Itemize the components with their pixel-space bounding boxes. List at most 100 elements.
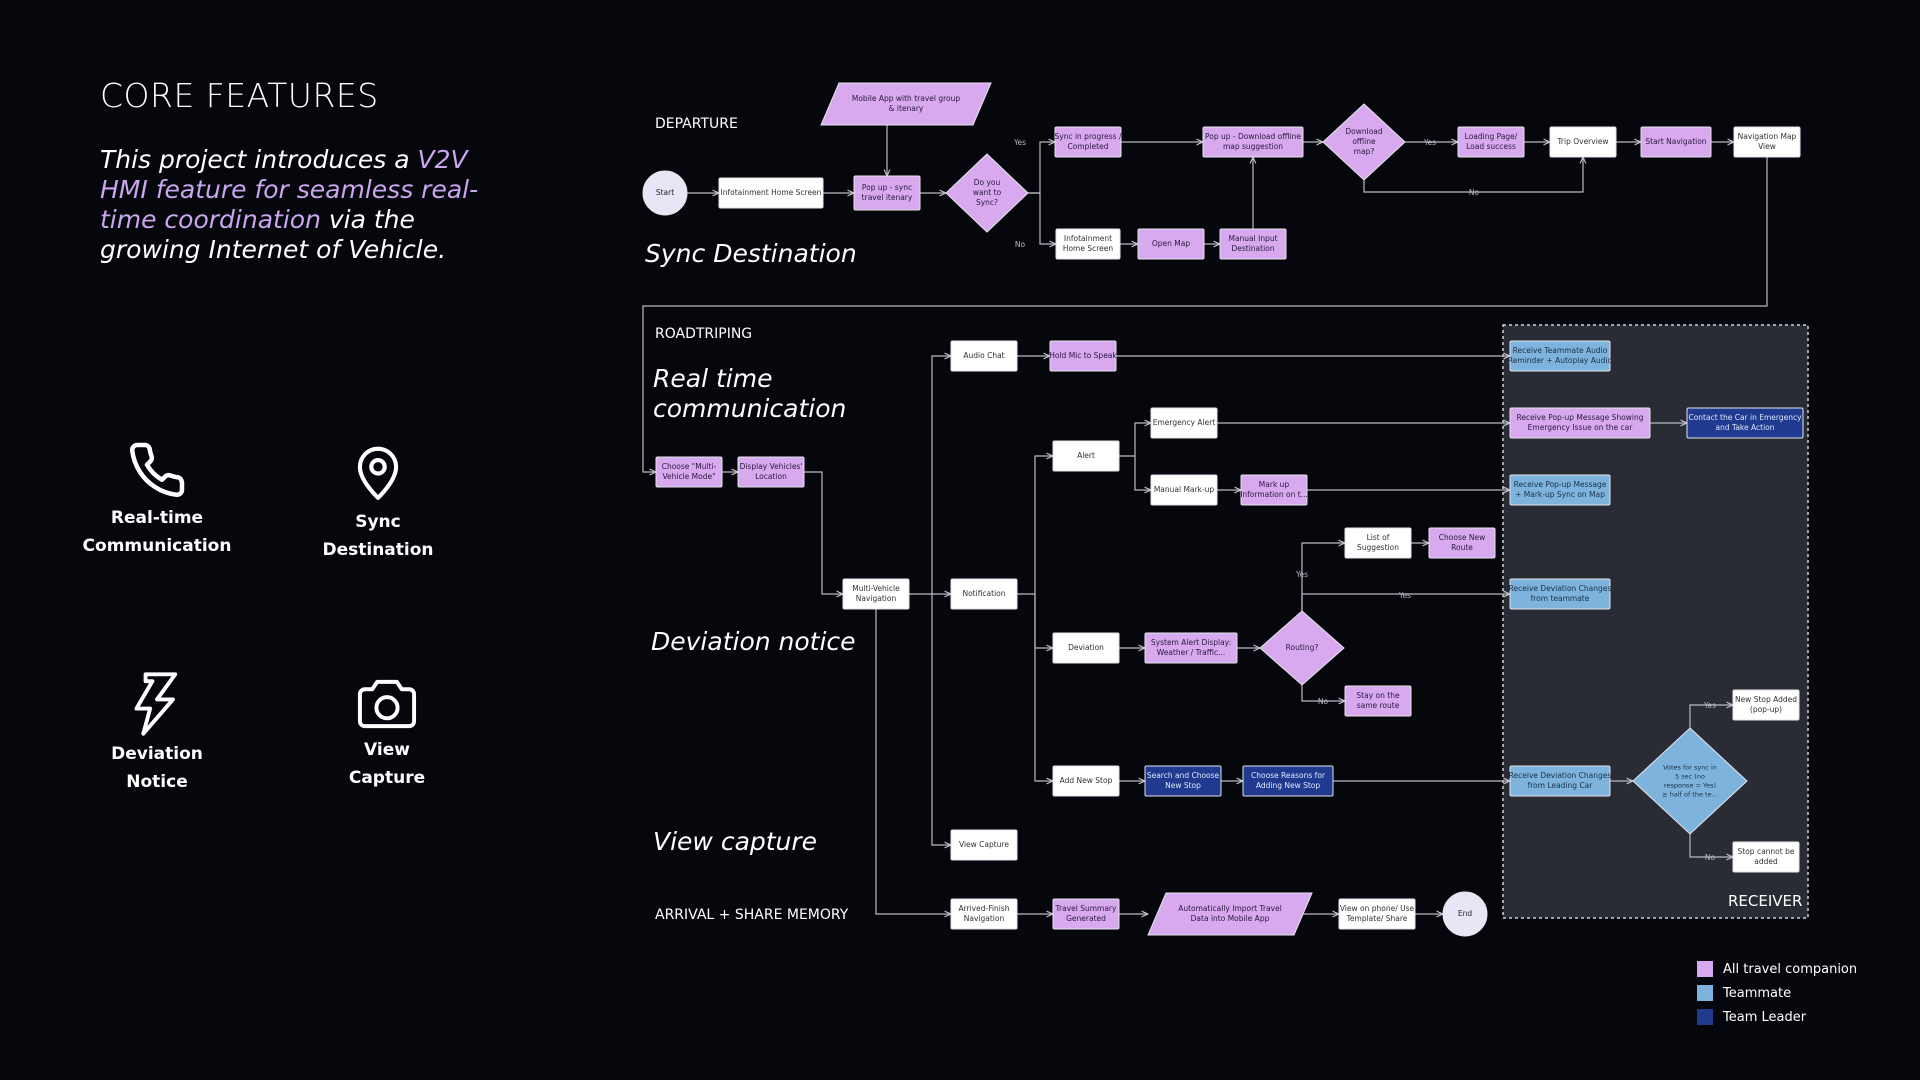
recv-popup-node [1509, 407, 1651, 439]
legend-swatch-all [1697, 961, 1713, 977]
legend-item: Teammate [1697, 981, 1857, 1005]
search-stop-node [1144, 765, 1222, 797]
caption-realtime-2: communication [653, 394, 846, 423]
location-pin-icon [357, 446, 399, 500]
intro-part-1: This project introduces a [100, 145, 418, 174]
alert-node-label: Alert [1077, 451, 1095, 460]
popup-sync-node [853, 175, 921, 211]
manual-input-node-label: Manual Input [1228, 234, 1277, 243]
emergency-alert-node [1150, 407, 1218, 439]
legend: All travel companion Teammate Team Leade… [1697, 957, 1857, 1029]
infotainment-home-node-label: Infotainment Home Screen [721, 188, 822, 197]
download-q-node [1322, 103, 1406, 181]
travel-summary-node-label: Generated [1066, 914, 1106, 923]
choose-multi-node [655, 456, 723, 488]
routing-node [1259, 610, 1345, 686]
stop-cannot-node-label: Stop cannot be [1738, 847, 1795, 856]
system-alert-node-label: Weather / Traffic... [1157, 648, 1226, 657]
infotainment-home-node [718, 177, 824, 209]
recv-popup-node-label: Receive Pop-up Message Showing [1516, 413, 1643, 422]
auto-import-node-label: Automatically Import Travel [1178, 904, 1282, 913]
popup-download-node-label: Pop up - Download offline [1205, 132, 1301, 141]
audio-chat-node-label: Audio Chat [963, 351, 1004, 360]
notification-node-label: Notification [962, 589, 1005, 598]
recv-dev-node-label: Receive Deviation Changes [1509, 584, 1612, 593]
votes-node-label: ≥ half of the te... [1662, 791, 1718, 799]
list-suggestion-node-label: List of [1367, 533, 1390, 542]
feature-realtime: Real-time Communication [67, 440, 247, 560]
emergency-alert-node-label: Emergency Alert [1153, 418, 1216, 427]
flow-edge [1301, 543, 1345, 611]
intro-highlight: V2V HMI feature for seamless real-time c… [100, 145, 479, 234]
stay-route-node-label: same route [1357, 701, 1400, 710]
votes-node-label: Votes for sync in [1663, 764, 1717, 772]
loading-node-label: Loading Page/ [1465, 132, 1518, 141]
arrived-node-label: Arrived-Finish [958, 904, 1009, 913]
flow-edge [1034, 594, 1053, 781]
want-sync-node-label: Do you [974, 178, 1001, 187]
choose-reasons-node [1242, 765, 1334, 797]
edge-label-no: No [1318, 697, 1329, 706]
system-alert-node-label: System Alert Display: [1151, 638, 1231, 647]
feature-capture-line2: Capture [348, 768, 426, 788]
page-title: CORE FEATURES [100, 76, 379, 115]
recv-dev-leader-node-label: Receive Deviation Changes [1509, 771, 1612, 780]
display-loc-node-label: Location [755, 472, 787, 481]
caption-realtime-1: Real time [653, 364, 772, 393]
recv-markup-node-label: Receive Pop-up Message [1514, 480, 1607, 489]
sync-progress-node [1054, 126, 1122, 158]
view-capture-node [950, 829, 1018, 861]
flow-edge [1134, 456, 1151, 490]
camera-icon [357, 679, 417, 729]
popup-download-node-label: map suggestion [1223, 142, 1283, 151]
recv-markup-node-label: + Mark-up Sync on Map [1515, 490, 1605, 499]
multi-nav-node-label: Navigation [856, 594, 897, 603]
flow-edge [931, 594, 951, 845]
nav-map-node-label: Navigation Map [1738, 132, 1797, 141]
list-suggestion-node [1344, 527, 1412, 559]
new-stop-added-node [1732, 689, 1800, 721]
feature-sync-line1: Sync [355, 512, 401, 532]
popup-sync-node-label: Pop up - sync [862, 183, 912, 192]
flow-edge [931, 356, 951, 594]
flow-edge [1017, 456, 1053, 595]
nav-map-node [1733, 126, 1801, 158]
markup-info-node-label: Information on t... [1240, 490, 1308, 499]
system-alert-node [1144, 632, 1238, 664]
choose-route-node-label: Choose New [1439, 533, 1485, 542]
sync-progress-node-label: Sync in progress / [1055, 132, 1122, 141]
flow-edge [642, 157, 1768, 472]
lightning-icon [134, 672, 178, 736]
view-capture-node-label: View Capture [959, 840, 1009, 849]
multi-nav-node-label: Multi-Vehicle [852, 584, 900, 593]
start-node [642, 170, 688, 216]
contact-car-node [1686, 407, 1804, 439]
multi-nav-node [842, 578, 910, 610]
view-phone-node-label: Template/ Share [1346, 914, 1408, 923]
infotainment-home-2-node-label: Home Screen [1063, 244, 1114, 253]
routing-node-label: Routing? [1286, 643, 1319, 652]
arrived-node [950, 898, 1018, 930]
edge-label-no: No [1705, 853, 1716, 862]
legend-item: All travel companion [1697, 957, 1857, 981]
choose-route-node [1428, 527, 1496, 559]
open-map-node [1137, 228, 1205, 260]
contact-car-node-label: and Take Action [1716, 423, 1775, 432]
end-node [1442, 891, 1488, 937]
open-map-node-label: Open Map [1152, 239, 1190, 248]
mobile-app-node [820, 82, 992, 126]
recv-audio-node-label: Receive Teammate Audio [1513, 346, 1608, 355]
travel-summary-node [1052, 898, 1120, 930]
flow-edge [1028, 192, 1056, 244]
votes-node-label: 5 sec (no [1675, 773, 1705, 781]
caption-deviation: Deviation notice [651, 627, 856, 656]
flow-edge [1301, 685, 1345, 701]
choose-reasons-node-label: Choose Reasons for [1251, 771, 1326, 780]
feature-deviation: Deviation Notice [67, 672, 247, 796]
feature-deviation-line1: Deviation [111, 744, 203, 764]
loading-node [1457, 126, 1525, 158]
choose-route-node-label: Route [1451, 543, 1473, 552]
caption-view: View capture [653, 827, 817, 856]
infotainment-home-2-node [1055, 228, 1121, 260]
